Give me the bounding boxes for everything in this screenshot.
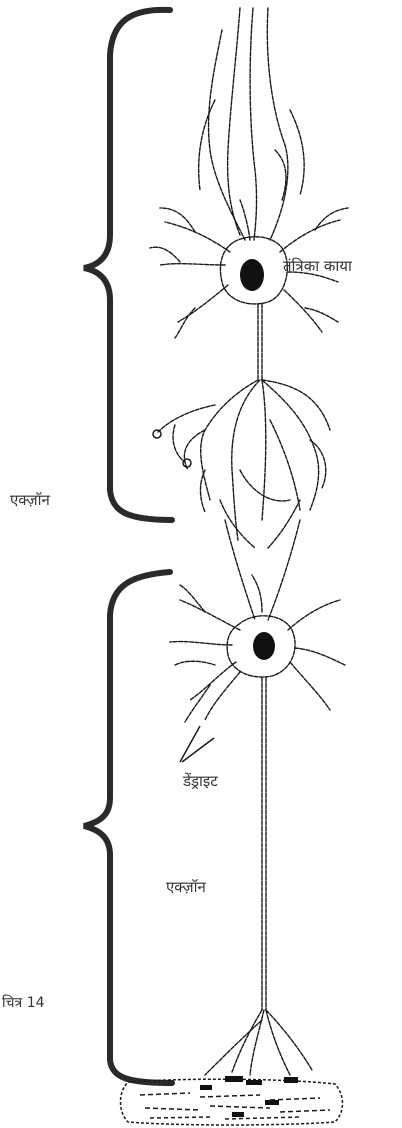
lower-nucleus	[253, 632, 275, 660]
axon-label-lower: एक्ज़ॉन	[166, 877, 206, 897]
axon-label-upper: एक्ज़ॉन	[10, 490, 50, 510]
lower-brace	[84, 572, 172, 1083]
upper-terminal-knob	[183, 459, 191, 467]
dendrite-label: डेंड्राइट	[183, 771, 218, 791]
cell-body-label: तंत्रिका काया	[283, 256, 352, 276]
upper-neuron	[150, 8, 348, 620]
motor-end-plate	[200, 1076, 298, 1117]
figure-caption: चित्र 14	[2, 993, 45, 1012]
upper-terminal-knob	[153, 430, 161, 438]
muscle-fiber	[121, 1079, 343, 1125]
upper-nucleus	[240, 259, 264, 291]
upper-brace	[84, 10, 172, 520]
